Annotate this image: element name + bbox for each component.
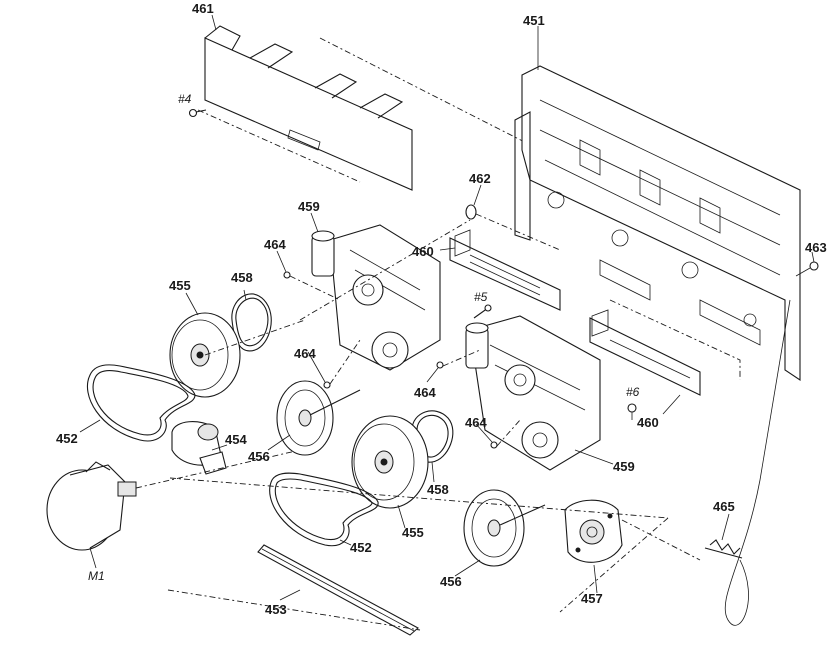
label-464-a: 464 <box>264 237 286 252</box>
part-451-chassis <box>514 65 801 382</box>
part-459-mechanism-lower <box>465 315 601 471</box>
part-452-belt-upper <box>86 364 196 442</box>
part-m1-motor <box>46 449 301 551</box>
part-460-lower <box>589 309 701 396</box>
part-457 <box>564 499 701 563</box>
label-461: 461 <box>192 1 214 16</box>
screws-464 <box>283 271 521 449</box>
part-453-belt <box>257 544 419 636</box>
label-456-upper: 456 <box>248 449 270 464</box>
label-465: 465 <box>713 499 735 514</box>
label-464-b: 464 <box>294 346 316 361</box>
part-452-belt-lower <box>269 472 379 547</box>
label-460-upper: 460 <box>412 244 434 259</box>
screw-5 <box>473 304 492 319</box>
screw-4 <box>188 108 207 118</box>
label-458-upper: 458 <box>231 270 253 285</box>
label-451: 451 <box>523 13 545 28</box>
screw-6 <box>627 403 637 420</box>
part-462 <box>465 204 561 251</box>
part-465-spring <box>704 299 791 626</box>
label-464-c: 464 <box>414 385 436 400</box>
part-461-bracket <box>197 25 561 191</box>
label-460-lower: 460 <box>637 415 659 430</box>
part-460-upper <box>449 229 561 311</box>
part-456-wheel-lower <box>463 489 546 567</box>
label-screw-4: #4 <box>178 92 192 106</box>
label-453: 453 <box>265 602 287 617</box>
label-456-lower: 456 <box>440 574 462 589</box>
label-screw-6: #6 <box>626 385 640 399</box>
label-455-lower: 455 <box>402 525 424 540</box>
assembly-lines <box>167 219 741 631</box>
label-463: 463 <box>805 240 827 255</box>
label-455-upper: 455 <box>169 278 191 293</box>
part-456-wheel-upper <box>276 380 361 456</box>
label-458-lower: 458 <box>427 482 449 497</box>
label-459-lower: 459 <box>613 459 635 474</box>
part-455-flywheel-lower <box>351 415 429 509</box>
part-455-flywheel-upper <box>169 312 306 398</box>
label-457: 457 <box>581 591 603 606</box>
part-459-mechanism-upper <box>311 224 441 371</box>
label-454: 454 <box>225 432 247 447</box>
label-462: 462 <box>469 171 491 186</box>
label-452-lower: 452 <box>350 540 372 555</box>
leader-lines <box>79 14 815 601</box>
label-screw-5: #5 <box>474 290 488 304</box>
label-452-upper: 452 <box>56 431 78 446</box>
label-464-d: 464 <box>465 415 487 430</box>
label-459-upper: 459 <box>298 199 320 214</box>
label-m1: M1 <box>88 569 105 583</box>
